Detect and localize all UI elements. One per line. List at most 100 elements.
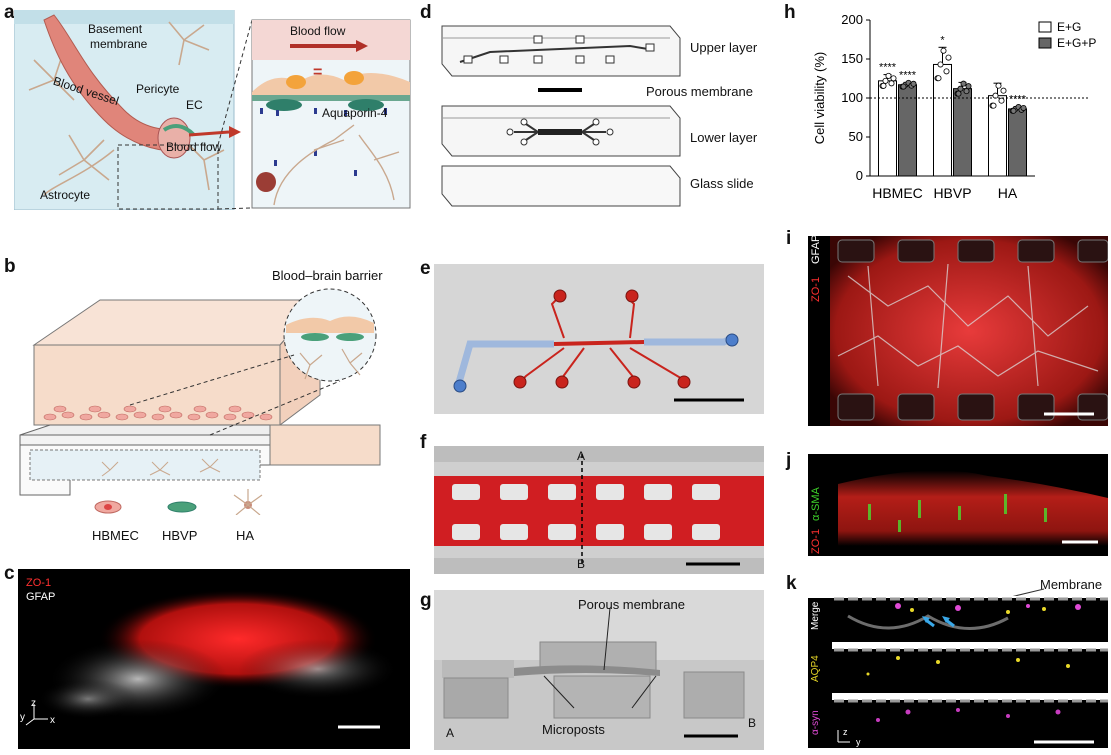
panel-d-schematic — [441, 25, 681, 207]
panel-label-c: c — [4, 563, 15, 584]
panel-k-micrographs — [808, 596, 1108, 751]
h-data-point — [955, 90, 962, 97]
d-lower-layer-label: Lower layer — [690, 130, 758, 145]
h-data-point — [888, 80, 895, 87]
k-membrane-label: Membrane — [1040, 577, 1103, 592]
g-section-b: B — [748, 716, 757, 730]
a-pericyte-label: Pericyte — [136, 82, 180, 96]
k-merge-label: Merge — [810, 601, 821, 630]
h-y-tick-label: 0 — [856, 168, 863, 183]
c-axis-x: x — [50, 715, 55, 726]
d-upper-layer-label: Upper layer — [690, 40, 758, 55]
h-data-point — [943, 68, 950, 75]
a-inset-flow-label: Blood flow — [290, 24, 346, 38]
d-porous-membrane-label: Porous membrane — [646, 84, 753, 99]
panel-f-photo — [434, 446, 764, 574]
h-legend-label: E+G — [1057, 20, 1081, 34]
h-data-point — [940, 47, 947, 54]
h-data-point — [1000, 87, 1007, 94]
panel-label-j: j — [786, 450, 792, 471]
a-basement-label: Basement — [88, 22, 143, 36]
b-legend-hbvp: HBVP — [162, 528, 198, 543]
h-legend-swatch — [1038, 21, 1052, 33]
k-axis-y: y — [856, 737, 861, 747]
panel-c-micrograph — [18, 569, 410, 749]
h-legend-label: E+G+P — [1057, 36, 1096, 50]
a-membrane-label: membrane — [90, 37, 148, 51]
c-axis-y: y — [20, 712, 25, 723]
h-category-label: HA — [998, 185, 1018, 201]
c-zo1-label: ZO-1 — [26, 577, 52, 589]
panel-label-e: e — [420, 258, 431, 279]
g-microposts-label: Microposts — [542, 722, 605, 737]
panel-label-h: h — [784, 2, 796, 23]
h-data-point — [963, 88, 970, 95]
h-category-label: HBMEC — [872, 185, 923, 201]
h-significance-mark: * — [940, 34, 945, 46]
panel-label-d: d — [420, 2, 432, 23]
panel-g-micrograph — [434, 590, 764, 750]
a-astrocyte-label: Astrocyte — [40, 188, 91, 202]
b-legend-hbmec: HBMEC — [92, 528, 139, 543]
h-significance-mark: **** — [899, 69, 917, 81]
h-bar — [1008, 108, 1027, 177]
h-significance-mark: **** — [1009, 94, 1027, 106]
panel-b-illustration — [19, 288, 381, 515]
panel-label-f: f — [420, 432, 427, 453]
h-data-point — [885, 72, 892, 79]
panel-label-a: a — [4, 2, 15, 23]
h-data-point — [935, 75, 942, 82]
panel-label-i: i — [786, 228, 792, 249]
h-data-point — [995, 82, 1002, 89]
h-bar — [953, 88, 972, 177]
panel-j-micrograph — [808, 454, 1108, 556]
h-data-point — [945, 54, 952, 61]
f-section-a: A — [577, 449, 586, 463]
h-data-point — [965, 83, 972, 90]
c-gfap-label: GFAP — [26, 591, 56, 603]
a-inset-flow-arrow — [290, 40, 368, 52]
panel-i-micrograph — [808, 236, 1108, 426]
a-equal-sign: = — [313, 64, 323, 81]
h-data-point — [990, 102, 997, 109]
k-aqp4-label: AQP4 — [810, 655, 821, 682]
h-bar — [878, 80, 897, 177]
h-significance-mark: **** — [879, 62, 897, 74]
h-data-point — [1010, 107, 1017, 114]
j-sma-label: α-SMA — [810, 487, 822, 521]
panel-e-photo — [434, 264, 764, 414]
a-aquaporin-label: Aquaporin-4 — [322, 106, 388, 120]
h-data-point — [910, 80, 917, 87]
j-zo1-label: ZO-1 — [810, 528, 822, 554]
h-y-tick-label: 100 — [841, 90, 863, 105]
i-zo1-label: ZO-1 — [810, 276, 822, 302]
h-y-axis-label: Cell viability (%) — [812, 52, 827, 144]
h-y-tick-label: 200 — [841, 12, 863, 27]
h-data-point — [998, 97, 1005, 104]
k-asyn-label: α-syn — [810, 710, 821, 735]
d-glass-slide-label: Glass slide — [690, 176, 754, 191]
h-bar — [933, 63, 952, 177]
h-data-point — [882, 77, 889, 84]
g-porous-membrane-label: Porous membrane — [578, 597, 685, 612]
b-title: Blood–brain barrier — [272, 268, 383, 283]
h-data-point — [890, 75, 897, 82]
h-y-tick-label: 150 — [841, 51, 863, 66]
c-axis-z: z — [31, 698, 36, 709]
g-section-a: A — [446, 726, 455, 740]
h-data-point — [880, 82, 887, 89]
panel-label-g: g — [420, 590, 432, 611]
a-ec-label: EC — [186, 98, 203, 112]
k-axis-z: z — [843, 727, 848, 737]
i-gfap-label: GFAP — [810, 234, 822, 264]
h-data-point — [900, 83, 907, 90]
panel-a-illustration — [14, 10, 411, 210]
f-section-b: B — [577, 557, 586, 571]
h-data-point — [957, 85, 964, 92]
panel-label-k: k — [786, 573, 797, 594]
h-y-tick-label: 50 — [849, 129, 863, 144]
h-data-point — [992, 92, 999, 99]
h-legend-swatch — [1038, 37, 1052, 49]
a-flow-label: Blood flow — [166, 140, 222, 154]
